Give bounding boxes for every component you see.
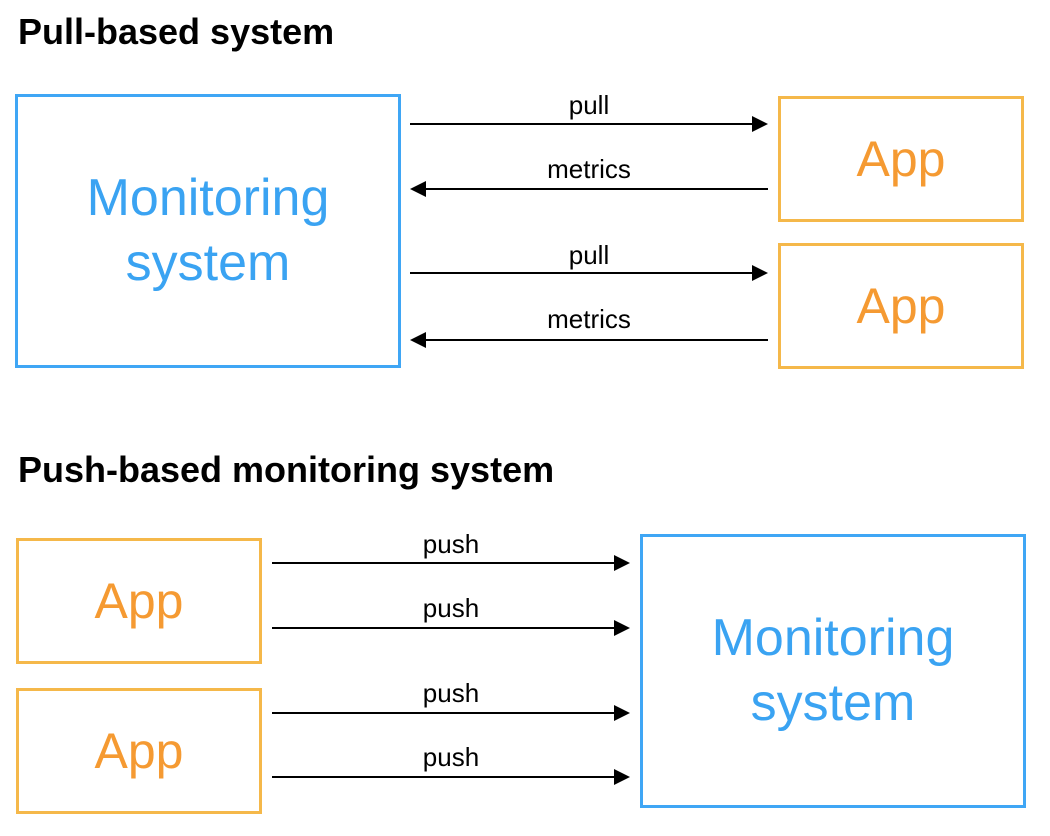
push-edge-label-4: push <box>422 742 480 772</box>
push-monitor-label-line1: Monitoring <box>711 609 955 667</box>
pull-arrowhead-2 <box>752 265 768 281</box>
push-app-box-1: App <box>16 538 262 664</box>
metrics-arrowhead-2 <box>410 332 426 348</box>
pull-app-label-2: App <box>856 278 946 334</box>
push-arrow-1 <box>272 562 614 564</box>
pull-edge-label-1: pull <box>568 90 610 120</box>
push-monitor-label-line2: system <box>750 674 916 732</box>
pull-arrowhead-1 <box>752 116 768 132</box>
pull-monitor-label-line2: system <box>125 234 291 292</box>
metrics-arrow-2 <box>426 339 768 341</box>
push-arrowhead-2 <box>614 620 630 636</box>
push-arrowhead-3 <box>614 705 630 721</box>
push-arrowhead-1 <box>614 555 630 571</box>
pull-app-label-1: App <box>856 131 946 187</box>
metrics-arrow-1 <box>426 188 768 190</box>
push-app-label-2: App <box>94 723 184 779</box>
pull-app-box-2: App <box>778 243 1024 369</box>
push-edge-label-3: push <box>422 678 480 708</box>
push-monitoring-system-label: Monitoring system <box>712 606 955 736</box>
pull-monitoring-system-box: Monitoring system <box>15 94 401 368</box>
metrics-arrowhead-1 <box>410 181 426 197</box>
pull-monitor-label-line1: Monitoring <box>86 169 330 227</box>
push-monitoring-system-box: Monitoring system <box>640 534 1026 808</box>
metrics-edge-label-2: metrics <box>547 304 631 334</box>
push-arrow-2 <box>272 627 614 629</box>
push-app-box-2: App <box>16 688 262 814</box>
pull-edge-label-2: pull <box>568 240 610 270</box>
pull-app-box-1: App <box>778 96 1024 222</box>
push-arrow-4 <box>272 776 614 778</box>
push-app-label-1: App <box>94 573 184 629</box>
pull-arrow-2 <box>410 272 752 274</box>
metrics-edge-label-1: metrics <box>547 154 631 184</box>
push-section-title: Push-based monitoring system <box>18 449 555 490</box>
pull-monitoring-system-label: Monitoring system <box>87 166 330 296</box>
push-edge-label-1: push <box>422 529 480 559</box>
push-edge-label-2: push <box>422 593 480 623</box>
pull-arrow-1 <box>410 123 752 125</box>
push-arrow-3 <box>272 712 614 714</box>
push-arrowhead-4 <box>614 769 630 785</box>
pull-section-title: Pull-based system <box>18 11 335 52</box>
